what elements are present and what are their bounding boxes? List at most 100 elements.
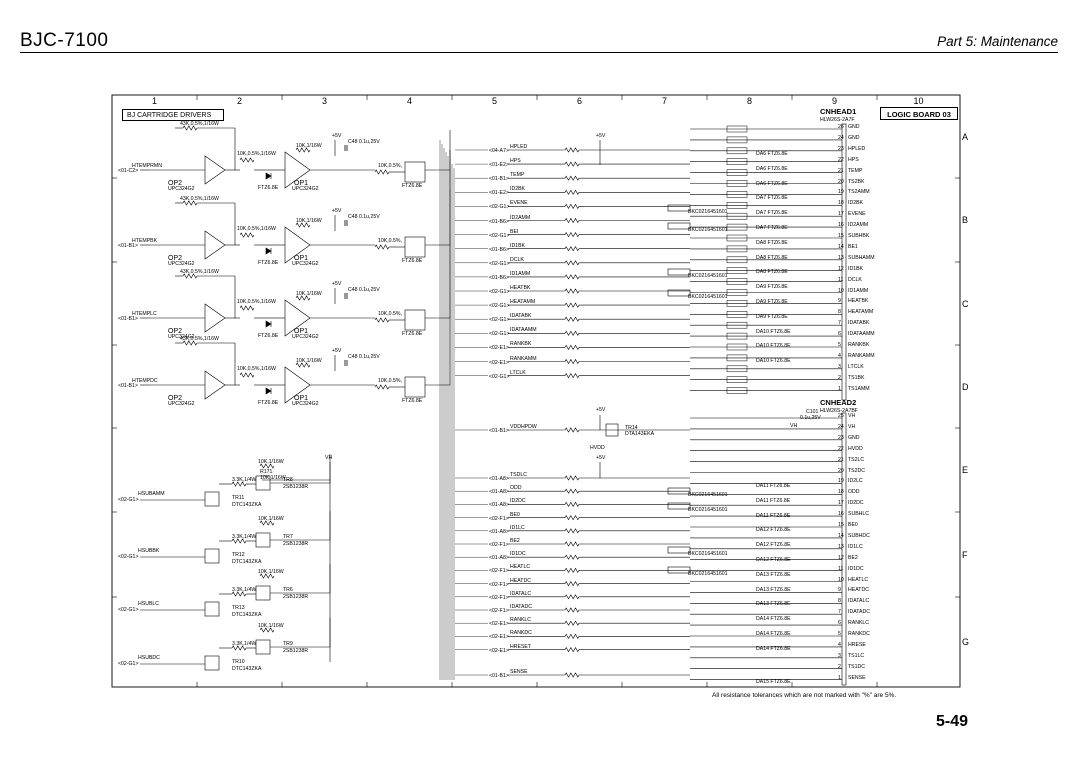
grid-row-F: F: [962, 549, 968, 560]
grid-row-G: G: [962, 637, 970, 647]
filter-part: BKC0216451601: [688, 507, 728, 513]
grid-column-7: 7: [661, 96, 667, 106]
pin-number: 7: [838, 320, 841, 327]
pin-number: 3: [838, 652, 841, 659]
diode-array: [726, 234, 748, 242]
filter-part: BKC0216451601: [688, 273, 728, 279]
pin-number: 1: [838, 674, 841, 681]
diode-label: DA14 FTZ6.8E: [756, 616, 791, 623]
resistor: [564, 344, 580, 350]
supply-label: +5V: [596, 455, 606, 461]
resistor: [564, 501, 580, 507]
transistor-ref: TR8: [283, 477, 293, 483]
signal-name: DCLK: [510, 256, 524, 263]
diode-package: [404, 309, 426, 331]
resistor: [564, 528, 580, 534]
diode-label: DA11 FTZ6.8E: [756, 497, 791, 504]
diode-array: [726, 169, 748, 176]
resistor: [564, 488, 580, 494]
pin-name: ID2BK: [848, 200, 863, 207]
resistor: [239, 305, 255, 311]
signal-ref: <02-F1>: [489, 568, 509, 575]
signal-ref: <02-E1>: [489, 345, 509, 352]
resistor: [374, 244, 390, 250]
diode-array: [726, 300, 748, 307]
signal-name: VDDHPDW: [510, 424, 537, 430]
signal-ref: <01-A8>: [489, 502, 509, 509]
pin-name: ODD: [848, 489, 860, 496]
resistor: [564, 620, 580, 626]
resistor: [259, 573, 275, 579]
signal-name: TSDLC: [510, 472, 528, 478]
pin-name: ID2DC: [848, 500, 864, 507]
signal-name: HRESET: [510, 643, 532, 650]
pin-name: GND: [848, 134, 860, 141]
signal-ref: <01-B6>: [489, 246, 509, 253]
pin-name: ID1LC: [848, 543, 863, 550]
filter-part: BKC0216451601: [688, 492, 728, 498]
pin-number: 2: [838, 374, 841, 381]
signal-ref: <02-G1>: [118, 497, 139, 503]
diode-label: DA13 FTZ6.8E: [756, 571, 791, 578]
pin-number: 6: [838, 620, 841, 627]
signal-ref: <01-A8>: [489, 476, 509, 482]
diode-array: [726, 125, 748, 133]
pin-name: GND: [848, 434, 860, 441]
capacitor-value: C48 0.1u,25V: [348, 139, 380, 145]
signal-ref: <01-B1>: [489, 428, 509, 434]
diode-array: [726, 278, 748, 285]
pin-number: 16: [838, 511, 844, 518]
resistor: [564, 554, 580, 560]
pin-number: 23: [838, 145, 844, 152]
transistor-ref: TR11: [232, 495, 245, 501]
diode-array: [726, 354, 748, 362]
signal-ref: <02-E1>: [489, 634, 509, 641]
pin-name: EVENE: [848, 211, 866, 218]
resistor-ref: R171: [260, 469, 273, 475]
signal-name: BE0: [510, 511, 520, 518]
transistor-symbol: [204, 491, 220, 507]
opamp-symbol: [204, 155, 226, 185]
connector2-part: HLW26S-2A7BF: [820, 408, 858, 414]
signal-name: HSUBDC: [138, 655, 160, 661]
supply-label: +5V: [596, 407, 606, 413]
pin-number: 4: [838, 352, 841, 359]
supply-label: VH: [325, 455, 333, 461]
diode-array: [726, 376, 748, 383]
pin-number: 12: [838, 554, 844, 561]
transistor-ref: TR13: [232, 605, 245, 611]
diode-symbol: [265, 172, 272, 180]
signal-ref: <02-F1>: [489, 594, 509, 601]
signal-ref: <02-G1>: [489, 260, 510, 267]
pin-name: ID1AMM: [848, 287, 869, 294]
pin-name: RANKAMM: [848, 352, 875, 359]
pin-number: 25: [838, 413, 844, 419]
capacitor-ref: C101: [806, 409, 819, 415]
resistor: [564, 232, 580, 238]
opamp-part: UPC324G2: [168, 401, 195, 407]
resistor: [239, 232, 255, 238]
pin-number: 10: [838, 287, 844, 294]
resistor: [295, 362, 311, 368]
resistor-value: 10K,1/16W: [296, 218, 322, 224]
diode-symbol: [265, 247, 272, 255]
filter-part: BKC0216451601: [688, 551, 728, 557]
grid-row-C: C: [962, 298, 969, 309]
signal-name: RANKLC: [510, 617, 532, 624]
resistor-value: 10K,1/16W: [258, 623, 284, 629]
pin-number: 18: [838, 489, 844, 496]
signal-name: HTEMPBK: [132, 238, 158, 244]
grid-row-D: D: [962, 381, 969, 392]
signal-name: HTEMPDC: [132, 378, 158, 384]
grid-column-8: 8: [746, 96, 752, 106]
pin-name: TEMP: [848, 167, 863, 174]
ferrite-filter: [667, 502, 691, 510]
signal-ref: <01-B1>: [489, 673, 509, 679]
resistor: [564, 316, 580, 322]
resistor-value: 10K,1/16W: [258, 569, 284, 575]
signal-ref: <02-E1>: [489, 359, 509, 366]
signal-name: HVDD: [590, 445, 605, 451]
diode-label: DA9 FTZ6.8E: [756, 299, 788, 305]
footnote: All resistance tolerances which are not …: [712, 692, 897, 699]
signal-name: ID1LC: [510, 524, 525, 531]
